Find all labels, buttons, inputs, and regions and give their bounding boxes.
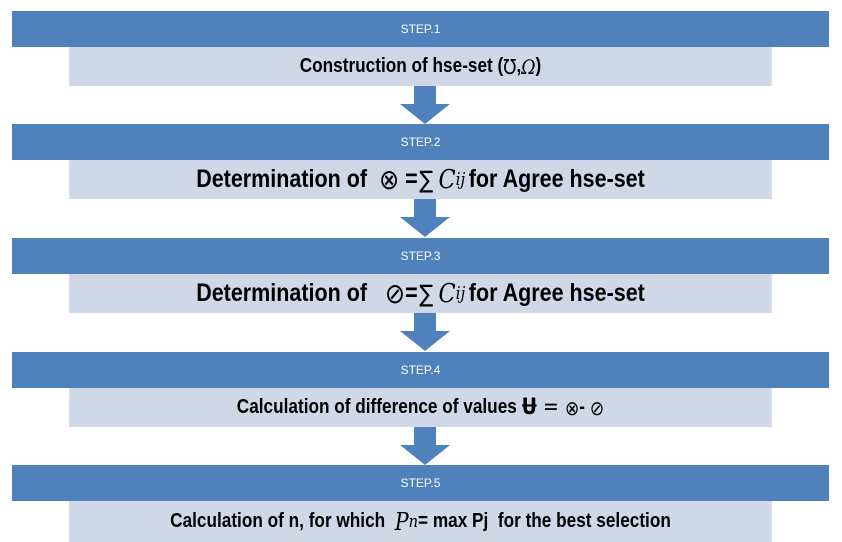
c-variable: C xyxy=(438,164,456,195)
sigma-symbol: ∑ xyxy=(419,165,434,194)
sigma-symbol: ∑ xyxy=(419,279,434,308)
step-2-box: Determination of ⊗ = ∑ C ij for Agree hs… xyxy=(69,160,772,199)
step-5-header: STEP.5 xyxy=(12,465,829,501)
step-1-header: STEP.1 xyxy=(12,11,829,47)
step-1-label: STEP.1 xyxy=(400,22,441,36)
p-variable: P xyxy=(394,507,409,536)
c-variable: C xyxy=(438,278,456,309)
step-1-box: Construction of hse-set ( Ʊ , Ω ) xyxy=(69,47,772,86)
equals-symbol: = xyxy=(536,395,565,420)
step-4-box: Calculation of difference of values Ʉ = … xyxy=(69,388,772,427)
step-3-box: Determination of ⊘ = ∑ C ij for Agree hs… xyxy=(69,274,772,313)
step-3-text: Determination of ⊘ = ∑ C ij for Agree hs… xyxy=(196,277,645,310)
omega-symbol: Ω xyxy=(521,54,536,79)
step-4-label: STEP.4 xyxy=(400,363,441,377)
step-3-label: STEP.3 xyxy=(400,249,441,263)
u-bar-symbol: Ʉ xyxy=(521,395,537,420)
down-arrow-icon xyxy=(400,427,450,465)
step-4-text: Calculation of difference of values Ʉ = … xyxy=(236,395,605,420)
step-3-header: STEP.3 xyxy=(12,238,829,274)
step-2-header: STEP.2 xyxy=(12,124,829,160)
oslash-symbol: ⊘ xyxy=(589,395,605,420)
step-4-header: STEP.4 xyxy=(12,352,829,388)
oslash-symbol: ⊘ xyxy=(384,277,406,310)
otimes-symbol: ⊗ xyxy=(564,395,580,420)
down-arrow-icon xyxy=(400,86,450,124)
otimes-symbol: ⊗ xyxy=(378,163,400,196)
down-arrow-icon xyxy=(400,199,450,237)
step-2-text: Determination of ⊗ = ∑ C ij for Agree hs… xyxy=(196,163,645,196)
step-2-label: STEP.2 xyxy=(400,135,441,149)
step-5-text: Calculation of n, for which P n = max Pj… xyxy=(170,507,671,536)
step-1-text: Construction of hse-set ( Ʊ , Ω ) xyxy=(299,54,542,79)
down-arrow-icon xyxy=(400,313,450,351)
ij-subscript: ij xyxy=(455,283,466,304)
upsilon-symbol: Ʊ xyxy=(503,54,517,79)
n-subscript: n xyxy=(408,511,419,532)
ij-subscript: ij xyxy=(455,169,466,190)
step-5-box: Calculation of n, for which P n = max Pj… xyxy=(69,501,772,542)
step-5-label: STEP.5 xyxy=(400,476,441,490)
